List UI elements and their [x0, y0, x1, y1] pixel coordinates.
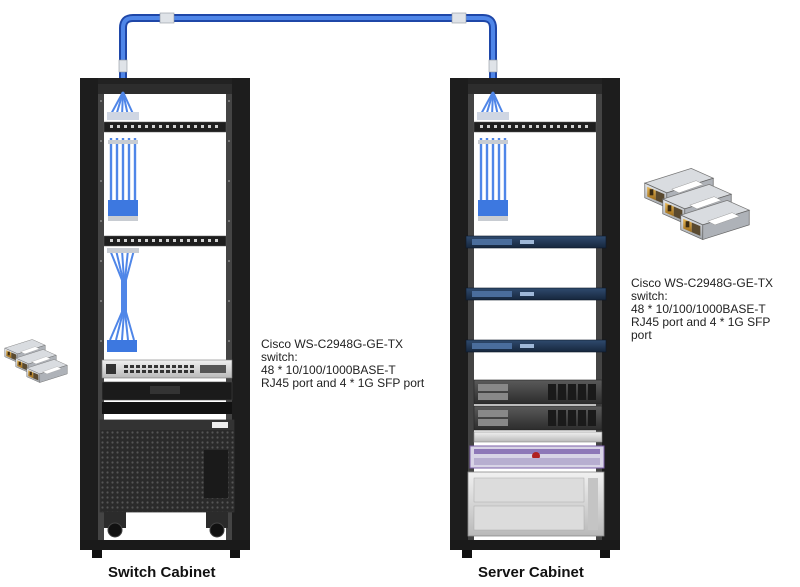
network-unit: [465, 287, 607, 301]
network-unit: [465, 235, 607, 249]
cable-connector: [451, 12, 467, 24]
description-line: RJ45 port and 4 * 1G SFP: [631, 315, 771, 329]
description-line: 48 * 10/100/1000BASE-T: [261, 363, 396, 377]
sfp-modules-left: [4, 339, 68, 383]
sfp-modules-right: [644, 167, 750, 241]
switch-cabinet-rack: [80, 78, 250, 558]
server-cabinet-caption: Server Cabinet: [478, 564, 584, 581]
switch-description-right: Cisco WS-C2948G-GE-TX switch: 48 * 10/10…: [631, 277, 773, 342]
description-line: Cisco WS-C2948G-GE-TX: [261, 337, 404, 351]
server-large: [467, 471, 605, 537]
server-purple: [469, 445, 605, 469]
cisco-switch: [101, 359, 233, 379]
patch-panel: [103, 235, 227, 247]
patch-panel: [473, 121, 597, 133]
server-2u: [473, 405, 603, 431]
switch-description-left: Cisco WS-C2948G-GE-TX switch: 48 * 10/10…: [261, 338, 424, 390]
fiber-trunk-cable: [118, 12, 498, 92]
description-line: 48 * 10/100/1000BASE-T: [631, 302, 766, 316]
description-line: switch:: [261, 350, 298, 364]
switch-cabinet-caption: Switch Cabinet: [108, 564, 216, 581]
description-line: switch:: [631, 289, 668, 303]
description-line: RJ45 port and 4 * 1G SFP port: [261, 376, 425, 390]
server-cabinet-rack: [450, 78, 620, 558]
server-2u: [473, 379, 603, 405]
description-line: port: [631, 328, 652, 342]
patch-panel: [103, 121, 227, 133]
ups-unit: [99, 419, 235, 513]
description-line: Cisco WS-C2948G-GE-TX: [631, 276, 774, 290]
cable-connector: [159, 12, 175, 24]
network-unit: [465, 339, 607, 353]
